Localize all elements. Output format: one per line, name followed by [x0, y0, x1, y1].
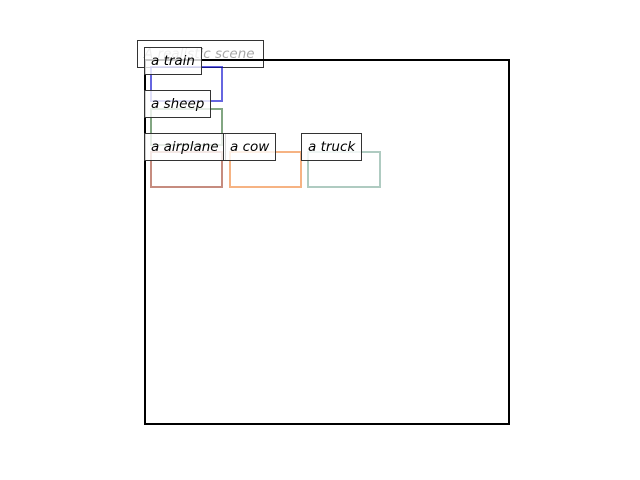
sheep-label: a sheep [144, 90, 212, 118]
truck-label: a truck [301, 133, 363, 161]
airplane-label: a airplane [144, 133, 226, 161]
cow-label: a cow [223, 133, 277, 161]
train-label: a train [144, 47, 202, 75]
scene-frame [144, 59, 510, 425]
